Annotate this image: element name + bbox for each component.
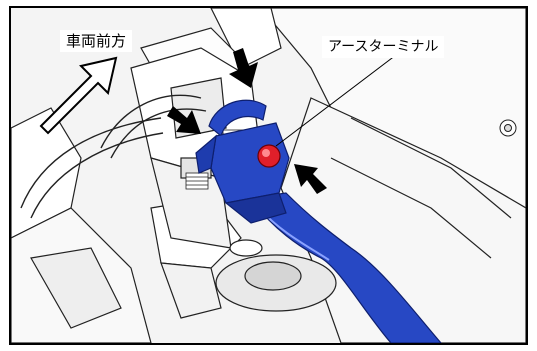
vehicle-front-label: 車両前方 bbox=[60, 30, 133, 52]
battery-post bbox=[215, 239, 337, 312]
outlined-arrow-icon bbox=[39, 56, 118, 135]
panel-nut bbox=[499, 119, 517, 137]
leader-line bbox=[275, 54, 397, 147]
ground-terminal-label: アースターミナル bbox=[322, 36, 445, 58]
ground-terminal-illustration bbox=[11, 8, 526, 343]
cables bbox=[20, 94, 207, 219]
red-bolt bbox=[257, 144, 281, 168]
black-arrow-icon bbox=[167, 48, 327, 194]
mounting-bracket bbox=[130, 47, 262, 249]
diagram-frame: 車両前方 アースターミナル bbox=[9, 6, 528, 345]
ground-terminal bbox=[195, 99, 290, 224]
